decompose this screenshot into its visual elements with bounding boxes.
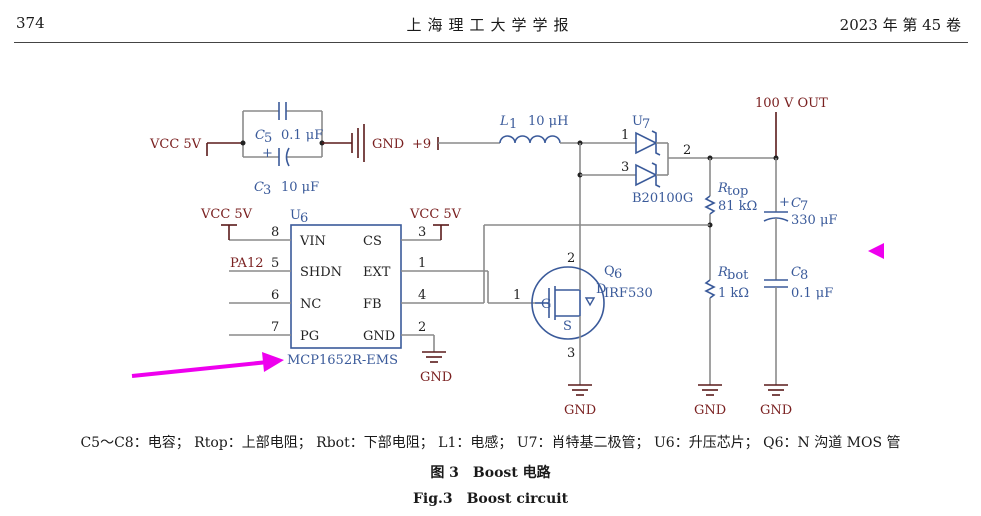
rbot-value: 1 kΩ (718, 286, 749, 301)
ic-pin-num: 8 (271, 225, 279, 240)
ic-u6-body (290, 224, 402, 349)
diode-name: U (632, 114, 643, 129)
figure-caption-cn: 图 3 Boost 电路 (430, 465, 551, 481)
gnd-rbot-label: GND (694, 403, 726, 418)
c7-value: 330 μF (791, 213, 837, 228)
diode-b (635, 163, 658, 187)
c7-sub: 7 (800, 199, 808, 214)
c8-name: C (791, 265, 801, 280)
figure-caption-en: Fig.3 Boost circuit (412, 491, 569, 507)
c8-sub: 8 (800, 268, 808, 283)
mos-name: Q (604, 264, 615, 279)
inductor-name: L (499, 114, 509, 129)
ic-sub: 6 (300, 211, 308, 226)
mos-source-pin: 3 (567, 346, 575, 361)
c3-value: 10 μF (281, 180, 319, 195)
mos-sub: 6 (614, 267, 622, 282)
figure-legend: C5～C8：电容； Rtop：上部电阻； Rbot：下部电阻； L1：电感； U… (80, 435, 901, 451)
mos-drain-pin: 2 (567, 251, 575, 266)
annotation-arrow-head (262, 352, 284, 372)
inductor-l1 (499, 135, 561, 144)
c5-sub: 5 (264, 131, 272, 146)
rtop-name: R (717, 181, 728, 196)
rtop-value: 81 kΩ (718, 199, 757, 214)
net-vcc-in: VCC 5V (149, 137, 202, 152)
ic-pin-num: 3 (418, 225, 426, 240)
resistor-rtop (704, 195, 716, 215)
resistor-rbot (704, 279, 716, 299)
vcc-left-label: VCC 5V (200, 207, 253, 222)
ic-pin-num: 5 (271, 256, 279, 271)
mos-d: D (596, 282, 606, 297)
page-number: 374 (16, 14, 45, 32)
c5-value: 0.1 μF (281, 128, 323, 143)
vcc-right-label: VCC 5V (409, 207, 462, 222)
gnd-mos-label: GND (564, 403, 596, 418)
ic-pin-num: 6 (271, 288, 279, 303)
c3-plus: + (262, 146, 273, 161)
ic-pin-label: NC (300, 297, 321, 312)
issue-info: 2023 年 第 45 卷 (839, 16, 961, 34)
ic-pin-num: 1 (418, 256, 426, 271)
c8-value: 0.1 μF (791, 286, 833, 301)
rtop-sub: top (727, 184, 748, 199)
diode-a (635, 131, 658, 155)
ic-name: U (290, 208, 301, 223)
diode-pin3: 3 (621, 160, 629, 175)
net-plus9: +9 (412, 137, 431, 152)
ic-pin-num: 4 (418, 288, 426, 303)
c3-plate-b (285, 147, 290, 167)
gnd-ic-label: GND (420, 370, 452, 385)
mosfet-q6-body (531, 266, 605, 340)
header-rule (14, 42, 968, 43)
ic-pin-label: PG (300, 329, 319, 344)
junction (240, 140, 246, 146)
mos-gate-pin: 1 (513, 288, 521, 303)
net-pa12: PA12 (230, 256, 263, 271)
ic-pin-num: 2 (418, 320, 426, 335)
journal-title: 上海理工大学学报 (406, 16, 575, 34)
rbot-sub: bot (727, 268, 749, 283)
inductor-value: 10 μH (528, 114, 568, 129)
rbot-name: R (717, 265, 728, 280)
c5-name: C (255, 128, 265, 143)
diode-pin1: 1 (621, 128, 629, 143)
mos-s: S (563, 319, 572, 334)
ic-pin-label: SHDN (300, 265, 342, 280)
mos-part: IRF530 (604, 286, 653, 301)
annotation-arrow-shaft (131, 360, 269, 378)
mos-body-diode (584, 297, 596, 307)
boost-circuit-schematic: VCC 5V C 5 0.1 μF + C 3 10 μF GND +9 L 1… (131, 96, 884, 418)
ic-part: MCP1652R-EMS (287, 353, 398, 368)
c3-name: C (254, 180, 264, 195)
diode-part: B20100G (632, 191, 693, 206)
gnd-c8-label: GND (760, 403, 792, 418)
diode-pin2: 2 (683, 143, 691, 158)
ic-pin-label: FB (363, 297, 382, 312)
ic-pin-label: EXT (363, 265, 391, 280)
diode-sub: 7 (642, 117, 650, 132)
ic-pin-label: GND (363, 329, 395, 344)
ic-pin-label: CS (363, 234, 382, 249)
ic-pin-num: 7 (271, 320, 279, 335)
c7-plus: + (779, 195, 790, 210)
ic-pin-label: VIN (299, 234, 326, 249)
c3-sub: 3 (263, 183, 271, 198)
annotation-pointer (868, 243, 884, 259)
c7-name: C (791, 196, 801, 211)
mos-g: G (541, 297, 551, 312)
net-out: 100 V OUT (755, 96, 828, 111)
inductor-sub: 1 (509, 117, 517, 132)
gnd-top-label: GND (372, 137, 404, 152)
